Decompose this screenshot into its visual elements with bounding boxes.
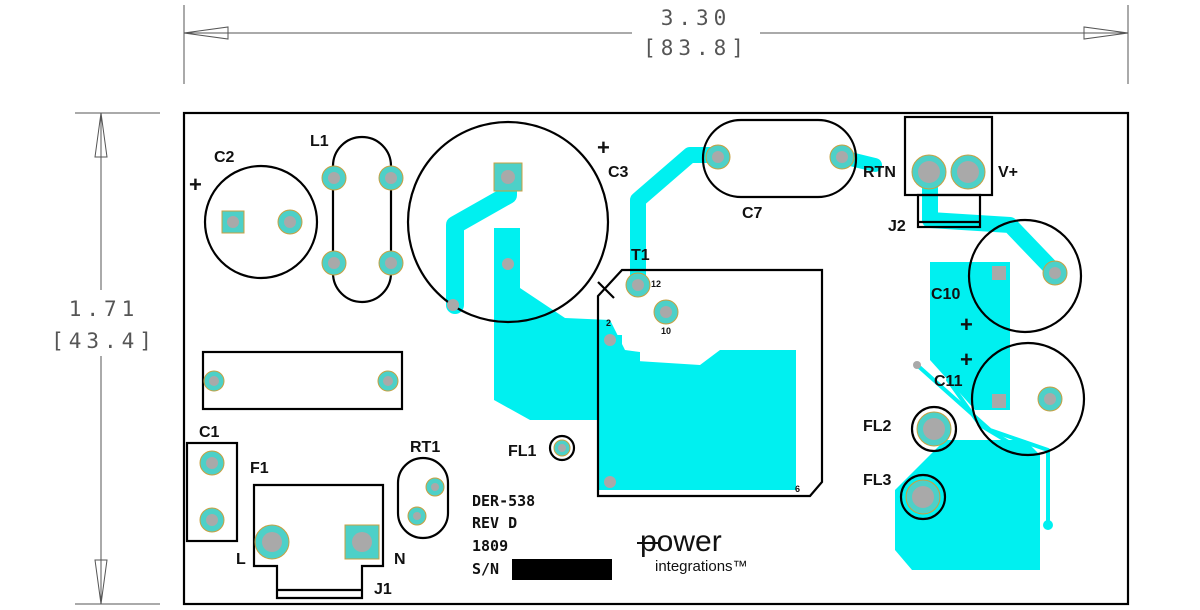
label-rt1: RT1 — [410, 439, 440, 456]
label-c3-plus: + — [597, 135, 610, 160]
l1-outline — [331, 135, 393, 304]
label-c2-plus: + — [189, 172, 202, 197]
label-rtn: RTN — [863, 164, 896, 181]
height-inches: 1.71 — [69, 297, 140, 321]
f1-outline — [185, 441, 239, 543]
fl3-outline — [899, 473, 947, 521]
c7-outline — [701, 118, 858, 199]
pads — [199, 144, 1068, 560]
label-j1: J1 — [374, 581, 392, 598]
label-fl2: FL2 — [863, 418, 892, 435]
label-j2: J2 — [888, 218, 906, 235]
label-c3: C3 — [608, 164, 629, 181]
board-date-code: 1809 — [472, 537, 508, 555]
label-c2: C2 — [214, 149, 235, 166]
label-c7: C7 — [742, 205, 763, 222]
label-l1: L1 — [310, 133, 329, 150]
pin-2: 2 — [606, 318, 611, 328]
c1-outline — [201, 350, 404, 411]
pin-6: 6 — [795, 484, 800, 494]
c3-outline — [406, 120, 610, 324]
copper-layer — [446, 147, 1063, 570]
label-c10: C10 — [931, 286, 960, 303]
fl2-outline — [910, 405, 958, 453]
height-mm: [43.4] — [51, 329, 157, 353]
width-mm: [83.8] — [643, 36, 749, 60]
label-vplus: V+ — [998, 164, 1018, 181]
label-c10-plus: + — [960, 312, 973, 337]
width-dimension — [183, 5, 1129, 84]
c10-outline — [967, 218, 1083, 334]
label-c11-plus: + — [960, 347, 973, 372]
logo-main-text: power — [640, 525, 722, 558]
pin-12: 12 — [651, 279, 661, 289]
height-dimension — [75, 112, 160, 605]
serial-label: S/N — [472, 560, 499, 578]
label-c1: C1 — [199, 424, 220, 441]
label-n-terminal: N — [394, 551, 406, 568]
j1-outline — [252, 483, 385, 600]
label-l-terminal: L — [236, 551, 246, 568]
logo-sub-text: integrations™ — [655, 558, 748, 575]
label-fl3: FL3 — [863, 472, 892, 489]
c11-outline — [970, 341, 1086, 457]
label-c11: C11 — [934, 373, 963, 390]
serial-number-block — [512, 559, 612, 580]
board-name: DER-538 — [472, 492, 535, 510]
label-fl1: FL1 — [508, 443, 537, 460]
label-t1: T1 — [631, 247, 650, 264]
c2-outline — [203, 164, 319, 280]
power-integrations-logo: power integrations™ — [637, 525, 748, 575]
rt1-outline — [396, 456, 450, 540]
width-inches: 3.30 — [661, 6, 732, 30]
j2-outline — [903, 115, 994, 229]
t1-outline — [596, 268, 824, 498]
board-revision: REV D — [472, 514, 517, 532]
fl1-outline — [548, 434, 576, 462]
board-outline — [182, 111, 1130, 606]
pin-10: 10 — [661, 326, 671, 336]
label-f1: F1 — [250, 460, 269, 477]
